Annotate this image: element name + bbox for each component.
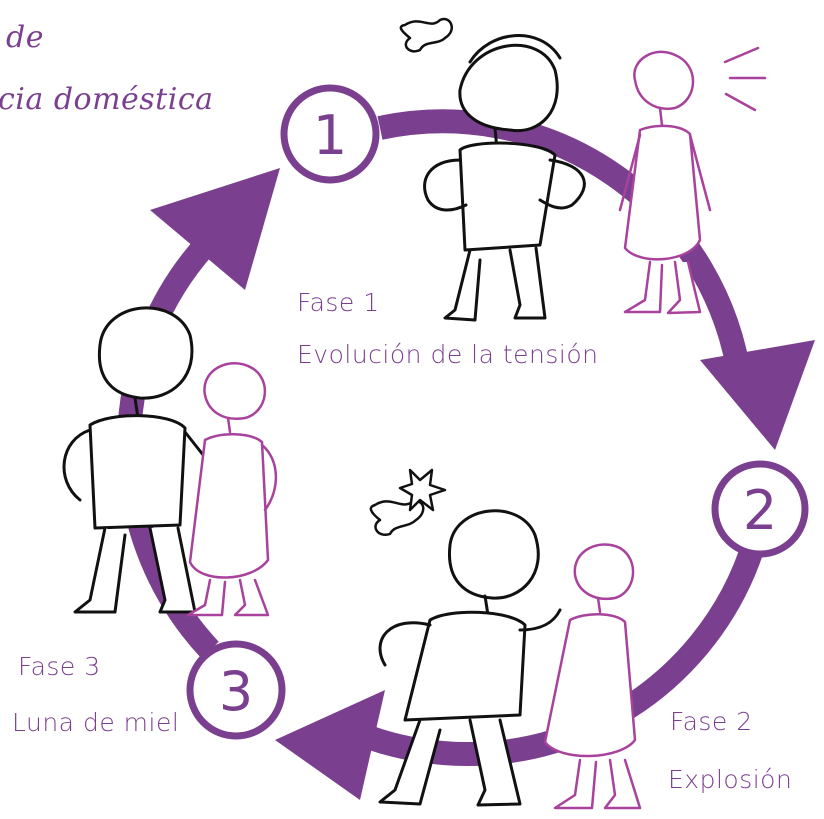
phase-1-name: Evolución de la tensión (297, 340, 599, 369)
phase-3-badge: 3 (186, 640, 286, 740)
arrowhead-to-phase3 (275, 690, 385, 800)
arc-phase1-to-phase2 (377, 109, 752, 382)
phase-1-number: 1 (313, 104, 347, 167)
phase-1-badge: 1 (280, 84, 380, 184)
woman-figure-phase2 (543, 543, 642, 810)
reconciling-man-figure (62, 306, 217, 614)
woman-figure-phase3 (186, 362, 278, 617)
impact-burst-icon (398, 468, 447, 512)
phase-1-scene (399, 17, 767, 322)
title-line-2: cia doméstica (0, 82, 214, 117)
phase-2-badge: 2 (711, 460, 809, 558)
anger-scribble-icon (399, 17, 453, 53)
arrowhead-to-phase1 (150, 168, 280, 290)
phase-3-number: 3 (219, 660, 253, 723)
angry-man-figure (423, 34, 586, 322)
phase-3-name: Luna de miel (12, 708, 180, 737)
phase-3-label: Fase 3 (18, 652, 101, 681)
phase-2-number: 2 (743, 479, 777, 542)
phase-2-name: Explosión (668, 765, 793, 794)
arrowhead-to-phase2 (700, 340, 815, 450)
woman-figure-phase1 (618, 50, 712, 315)
phase-3-scene (62, 306, 278, 617)
phase-1-label: Fase 1 (297, 288, 380, 317)
title-line-1: de (6, 20, 44, 55)
aggressive-man-figure (378, 509, 562, 807)
shout-lines-icon (723, 46, 767, 112)
phase-2-label: Fase 2 (670, 707, 753, 736)
phase-2-scene (369, 468, 642, 810)
